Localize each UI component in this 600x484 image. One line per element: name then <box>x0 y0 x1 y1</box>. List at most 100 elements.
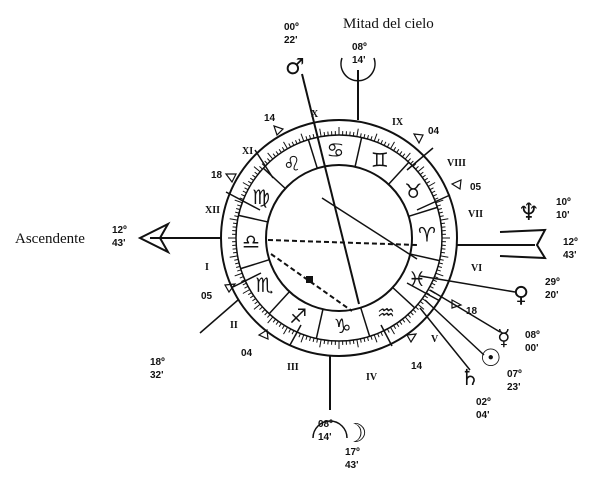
tick-mark <box>281 325 285 330</box>
tick-mark <box>407 314 411 318</box>
tick-mark <box>417 166 425 173</box>
cusp-degree-vi: 18 <box>466 306 478 317</box>
tick-mark <box>410 160 414 165</box>
tick-mark <box>272 318 276 323</box>
tick-mark <box>383 141 387 146</box>
saturn-degree: 02º <box>476 397 491 408</box>
tick-mark <box>234 199 243 204</box>
tick-mark <box>252 298 256 302</box>
tick-mark <box>437 208 442 211</box>
tick-mark <box>237 204 242 207</box>
cusp-degree-iii: 04 <box>241 348 253 359</box>
descendant-degree: 12º <box>563 237 578 248</box>
tick-mark <box>426 180 431 184</box>
ascendant-minute: 43' <box>112 238 126 249</box>
house-i: I <box>205 262 209 273</box>
tick-mark <box>415 306 419 310</box>
pisces-icon: ♓ <box>408 267 426 291</box>
ic-arc <box>312 420 348 439</box>
tick-mark <box>434 276 439 279</box>
tick-mark <box>390 141 395 150</box>
midheaven-minute: 14' <box>352 55 366 66</box>
tick-mark <box>283 141 288 150</box>
tick-mark <box>434 197 439 200</box>
tick-mark <box>380 140 383 145</box>
tick-mark <box>435 199 444 204</box>
tick-mark <box>432 279 437 282</box>
mars-line <box>301 73 360 305</box>
tick-mark <box>399 321 403 325</box>
tick-mark <box>239 197 244 200</box>
aquarius-icon: ♒ <box>377 300 395 324</box>
tick-mark <box>237 269 242 272</box>
venus-minute: 20' <box>545 290 559 301</box>
tick-mark <box>422 174 426 178</box>
tick-mark <box>259 306 263 310</box>
unlabeled-minute: 32' <box>150 370 164 381</box>
mars-icon: ♂ <box>285 55 305 80</box>
tick-mark <box>393 146 397 151</box>
tick-mark <box>373 133 378 142</box>
tick-mark <box>439 258 444 261</box>
tick-mark <box>288 143 292 148</box>
midheaven-degree: 08º <box>352 42 367 53</box>
sign-divider <box>262 167 286 190</box>
tick-mark <box>267 152 274 160</box>
tick-mark <box>316 338 319 343</box>
tick-mark <box>275 321 279 325</box>
ascendant-degree: 12º <box>112 225 127 236</box>
saturn-minute: 04' <box>476 410 490 421</box>
tick-mark <box>229 218 238 221</box>
virgo-icon: ♍ <box>252 185 270 209</box>
leo-icon: ♌ <box>283 152 301 176</box>
aries-icon: ♈ <box>418 222 436 246</box>
tick-mark <box>267 158 271 162</box>
inner-ring <box>265 164 413 312</box>
tick-mark <box>412 163 417 167</box>
mercury-minute: 00' <box>525 343 539 354</box>
ascendant-arrow <box>137 221 171 255</box>
tick-mark <box>440 251 446 254</box>
sign-divider <box>307 139 319 169</box>
tick-mark <box>410 311 414 316</box>
cancer-icon: ♋ <box>326 138 344 162</box>
tick-mark <box>235 262 240 265</box>
tick-mark <box>309 135 312 140</box>
tick-mark <box>386 328 390 333</box>
tick-mark <box>247 292 252 296</box>
descendant-arrow <box>499 228 547 260</box>
tick-mark <box>244 187 249 191</box>
tick-mark <box>439 215 444 218</box>
tick-mark <box>300 133 305 142</box>
tick-mark <box>432 194 437 197</box>
tick-mark <box>319 339 322 348</box>
zodiac-signs: ♍♎♏♐♑♒♓♈♉♊♋♌ <box>242 138 436 338</box>
tick-mark <box>281 146 285 151</box>
tick-mark <box>309 336 312 341</box>
cusp-degree-ii: 05 <box>201 291 213 302</box>
aspect-line <box>321 197 418 260</box>
tick-mark <box>242 289 251 294</box>
tick-mark <box>253 303 261 310</box>
tick-mark <box>261 309 266 313</box>
sign-divider <box>315 309 324 339</box>
tick-mark <box>250 295 254 299</box>
descendant-minute: 43' <box>563 250 577 261</box>
mars-minute: 22' <box>284 35 298 46</box>
house-ix: IX <box>392 117 404 128</box>
tick-mark <box>438 211 443 214</box>
tick-mark <box>267 316 274 324</box>
tick-mark <box>356 339 359 348</box>
tick-mark <box>435 272 444 277</box>
libra-icon: ♎ <box>242 230 260 254</box>
tick-mark <box>252 174 256 178</box>
sagittarius-icon: ♐ <box>289 304 307 328</box>
tick-mark <box>232 222 238 225</box>
neptune-minute: 10' <box>556 210 570 221</box>
tick-mark <box>229 255 238 258</box>
taurus-icon: ♉ <box>404 179 422 203</box>
tick-mark <box>377 333 380 338</box>
tick-mark <box>305 136 308 141</box>
tick-mark <box>283 326 288 335</box>
